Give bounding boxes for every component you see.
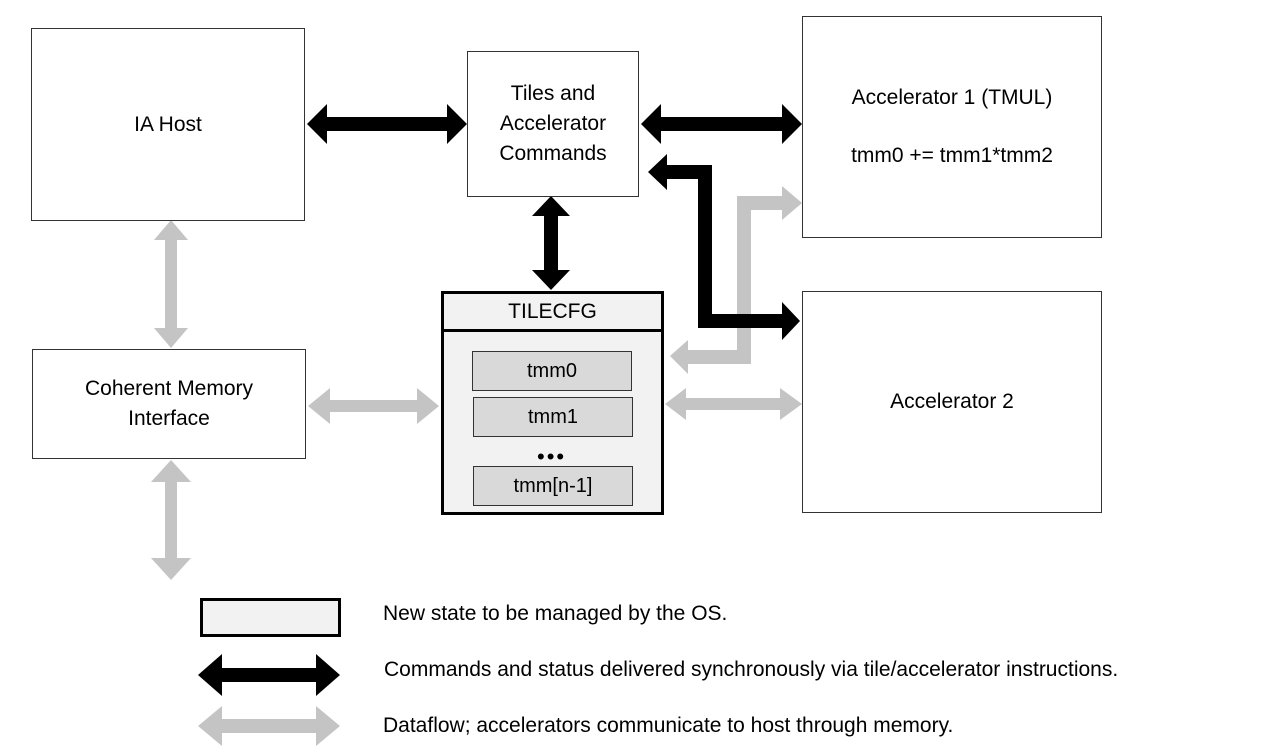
command-arrow-tiles-accel2 bbox=[648, 154, 800, 340]
tiles-label-line2: Accelerator bbox=[499, 112, 607, 135]
legend-new-state-text: New state to be managed by the OS. bbox=[383, 602, 728, 625]
command-arrow-tiles-tilecfg bbox=[532, 196, 570, 290]
tiles-label-line3: Commands bbox=[499, 142, 607, 165]
accelerator-1-title: Accelerator 1 (TMUL) bbox=[851, 86, 1053, 109]
register-tmm-n-1: tmm[n-1] bbox=[473, 466, 633, 506]
dataflow-arrow-memory-tilecfg bbox=[308, 388, 439, 424]
dataflow-arrow-tilecfg-accel2 bbox=[665, 388, 802, 420]
legend-command-arrow bbox=[198, 654, 340, 696]
register-ellipsis: ••• bbox=[537, 444, 567, 469]
accelerator-1-box: Accelerator 1 (TMUL) tmm0 += tmm1*tmm2 bbox=[802, 16, 1102, 238]
tilecfg-box: TILECFG tmm0 tmm1 ••• tmm[n-1] bbox=[441, 291, 664, 515]
register-tmm0: tmm0 bbox=[472, 351, 632, 391]
legend-commands-text: Commands and status delivered synchronou… bbox=[384, 658, 1119, 681]
accelerator-2-label: Accelerator 2 bbox=[890, 390, 1014, 413]
legend-dataflow-text: Dataflow; accelerators communicate to ho… bbox=[383, 714, 954, 737]
legend-dataflow-arrow bbox=[198, 706, 340, 746]
ia-host-label: IA Host bbox=[134, 112, 202, 136]
tiles-label-line1: Tiles and bbox=[510, 82, 596, 105]
dataflow-arrow-tilecfg-accel1 bbox=[670, 186, 802, 374]
coherent-memory-box: Coherent Memory Interface bbox=[32, 349, 306, 459]
command-arrow-host-tiles bbox=[307, 104, 467, 144]
accelerator-1-formula: tmm0 += tmm1*tmm2 bbox=[851, 144, 1053, 167]
dataflow-arrow-host-memory bbox=[154, 220, 188, 348]
tiles-commands-box: Tiles and Accelerator Commands bbox=[467, 51, 639, 197]
command-arrow-tiles-accel1 bbox=[641, 104, 802, 144]
ia-host-box: IA Host bbox=[31, 28, 305, 221]
register-tmm1: tmm1 bbox=[473, 397, 633, 437]
dataflow-arrow-memory-down bbox=[151, 460, 191, 580]
tilecfg-title: TILECFG bbox=[444, 294, 661, 332]
legend-new-state-box bbox=[200, 598, 341, 637]
coherent-memory-line1: Coherent Memory bbox=[84, 377, 254, 400]
coherent-memory-line2: Interface bbox=[128, 407, 210, 430]
accelerator-2-box: Accelerator 2 bbox=[802, 291, 1102, 513]
